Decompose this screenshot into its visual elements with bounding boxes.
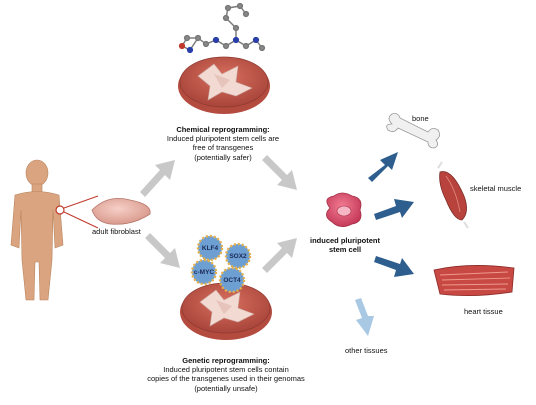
arrow-ipsc-to-bone: [368, 152, 398, 182]
arrow-ipsc-to-other-tissues: [355, 298, 374, 336]
genetic-line2: copies of the transgenes used in their g…: [147, 374, 305, 384]
chemical-title: Chemical reprogramming: [176, 125, 268, 134]
adult-fibroblast-cell: [91, 197, 151, 225]
genetic-title: Genetic reprogramming: [182, 356, 268, 365]
factor-cmyc: c-MYC: [190, 258, 218, 286]
genetic-line3: (potentially unsafe): [194, 383, 258, 393]
arrow-fibroblast-to-genetic: [145, 233, 180, 268]
arrow-chemical-to-ipsc: [262, 155, 297, 190]
transcription-factors: KLF4 SOX2 c-MYC OCT4: [190, 234, 252, 294]
label-heart-tissue: heart tissue: [464, 307, 503, 316]
biopsy-marker: [55, 195, 99, 229]
arrow-genetic-to-ipsc: [262, 238, 297, 273]
chemical-molecule: [178, 2, 266, 54]
label-other-tissues: other tissues: [345, 346, 388, 355]
chemical-line3: (potentially safer): [194, 152, 252, 162]
label-bone: bone: [412, 114, 429, 123]
arrow-ipsc-to-heart-tissue: [374, 256, 414, 277]
chemical-petri-dish: [178, 56, 270, 114]
human-silhouette: [10, 159, 64, 301]
genetic-caption: Genetic reprogramming: Induced pluripote…: [128, 356, 324, 393]
gray-arrows: [140, 155, 297, 273]
factor-klf4: KLF4: [196, 234, 224, 262]
skeletal-muscle-icon: [437, 161, 469, 229]
heart-tissue-icon: [433, 265, 515, 296]
svg-text:OCT4: OCT4: [223, 277, 241, 284]
label-adult-fibroblast: adult fibroblast: [92, 227, 141, 236]
bone-icon: [386, 113, 440, 149]
genetic-petri-dish: [180, 282, 272, 340]
chemical-caption: Chemical reprogramming: Induced pluripot…: [148, 125, 298, 162]
genetic-line1: Induced pluripotent stem cells contain: [163, 365, 289, 375]
svg-text:SOX2: SOX2: [229, 253, 247, 260]
ipsc-label: induced pluripotent stem cell: [300, 236, 390, 254]
blue-arrows: [368, 152, 414, 277]
arrow-fibroblast-to-chemical: [140, 160, 175, 197]
ipsc-cell: [326, 192, 362, 227]
arrow-ipsc-to-skeletal-muscle: [374, 199, 414, 220]
factor-sox2: SOX2: [224, 242, 252, 270]
chemical-line1: Induced pluripotent stem cells are: [166, 134, 280, 144]
factor-oct4: OCT4: [218, 266, 246, 294]
ipsc-label-line2: stem cell: [328, 245, 362, 255]
label-skeletal-muscle: skeletal muscle: [470, 184, 522, 193]
chemical-line2: free of transgenes: [192, 143, 254, 153]
ipsc-label-line1: induced pluripotent: [310, 236, 380, 245]
svg-text:KLF4: KLF4: [202, 245, 219, 252]
svg-text:c-MYC: c-MYC: [194, 269, 215, 276]
